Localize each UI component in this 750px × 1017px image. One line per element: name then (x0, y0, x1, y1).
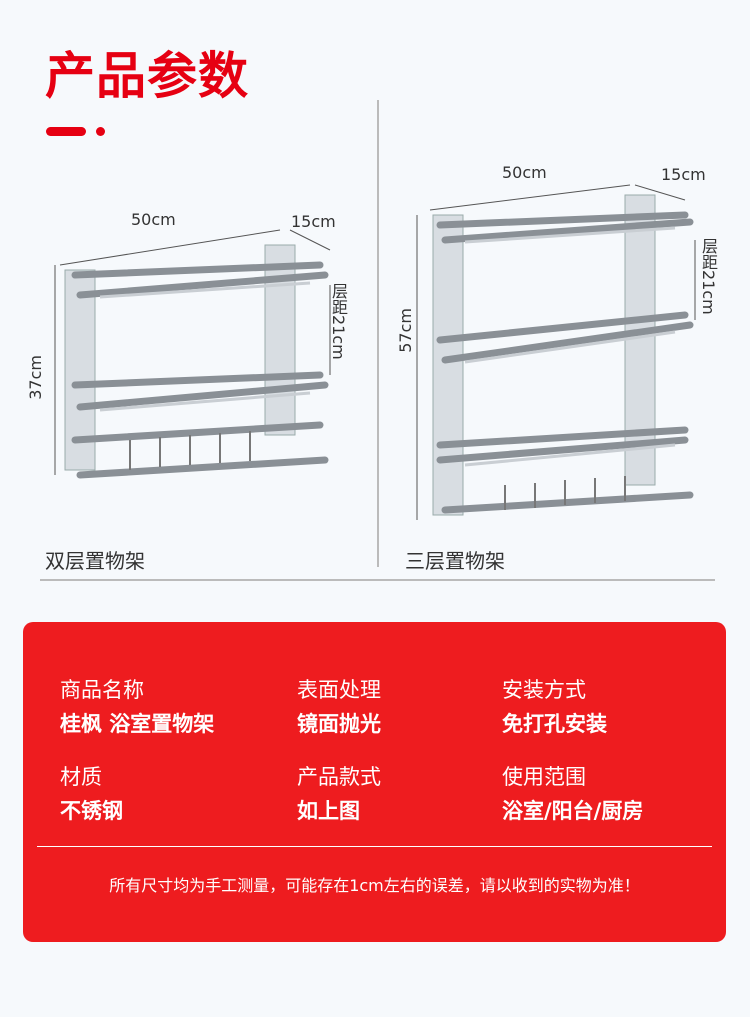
horizontal-divider (40, 579, 715, 581)
spec-value-finish: 镜面抛光 (297, 712, 381, 736)
vertical-divider (377, 100, 379, 567)
title-underline-dot (96, 127, 105, 136)
page-title: 产品参数 (45, 47, 249, 105)
double-height-label: 37cm (26, 355, 45, 400)
double-width-label: 50cm (131, 210, 176, 229)
title-underline-dash (46, 127, 86, 136)
triple-spacing-label: 层距21cm (699, 238, 718, 315)
spec-label-finish: 表面处理 (297, 678, 381, 702)
spec-value-material: 不锈钢 (60, 799, 123, 823)
double-spacing-label: 层距21cm (329, 283, 348, 360)
triple-width-label: 50cm (502, 163, 547, 182)
spec-label-style: 产品款式 (297, 765, 381, 789)
double-rack-image (54, 229, 331, 479)
triple-depth-label: 15cm (661, 165, 706, 184)
triple-height-label: 57cm (396, 308, 415, 353)
spec-label-usage: 使用范围 (502, 765, 586, 789)
spec-label-name: 商品名称 (60, 678, 144, 702)
double-rack-caption: 双层置物架 (45, 549, 145, 573)
spec-label-install: 安装方式 (502, 678, 586, 702)
spec-value-usage: 浴室/阳台/厨房 (502, 799, 644, 823)
spec-value-style: 如上图 (297, 799, 360, 823)
double-depth-label: 15cm (291, 212, 336, 231)
spec-value-name: 桂枫 浴室置物架 (60, 712, 215, 736)
spec-value-install: 免打孔安装 (502, 712, 607, 736)
triple-rack-image (416, 184, 696, 520)
triple-rack-caption: 三层置物架 (405, 549, 505, 573)
card-divider (37, 846, 712, 847)
spec-card: 商品名称 桂枫 浴室置物架 表面处理 镜面抛光 安装方式 免打孔安装 材质 不锈… (23, 622, 726, 942)
measurement-note: 所有尺寸均为手工测量，可能存在1cm左右的误差，请以收到的实物为准！ (109, 876, 640, 895)
spec-label-material: 材质 (60, 765, 102, 789)
